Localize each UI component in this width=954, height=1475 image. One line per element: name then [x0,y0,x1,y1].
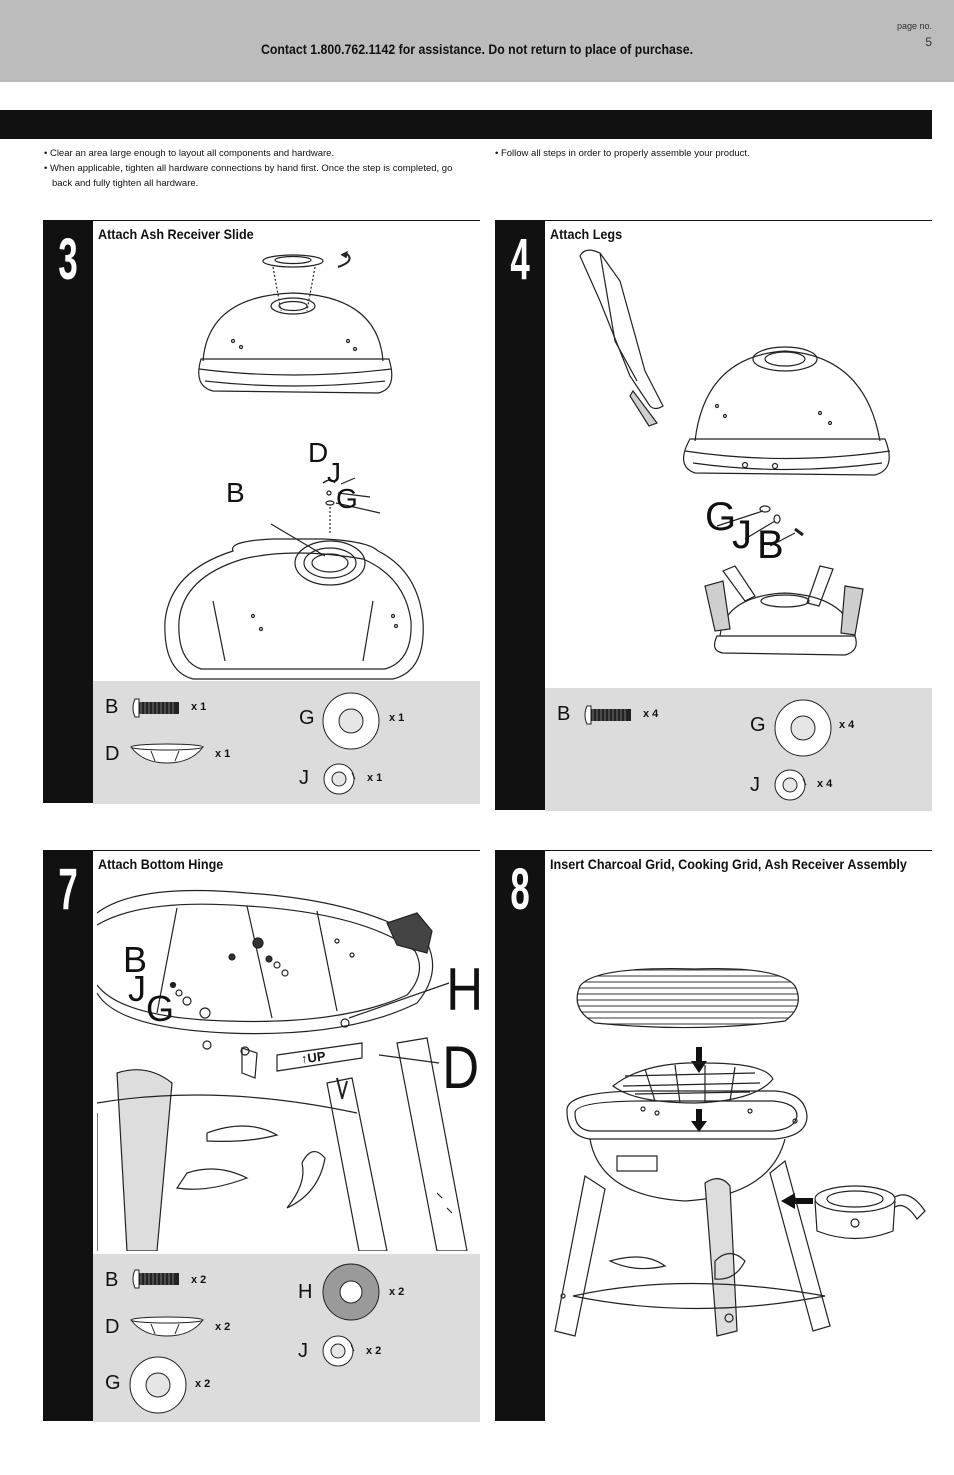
page-number: 5 [925,35,932,49]
step-3-illustration [164,250,424,680]
lock-washer-icon [323,763,356,795]
part-label-h: H [446,956,484,1023]
page-number-label: page no. [896,21,932,31]
hardware-qty-g: x 4 [839,719,855,731]
step-4-illustration [579,249,891,656]
hardware-letter-j: J [750,774,760,796]
spacer-washer-icon [322,1263,380,1321]
hardware-letter-d: D [105,1316,120,1338]
hardware-letter-d: D [105,743,120,765]
step-7-panel: 7 Attach Bottom Hinge B J G H D ↑UP [43,850,484,1422]
step-number-column: 8 [495,851,545,1421]
step-7-illustration [97,889,468,1251]
step-number: 4 [510,227,530,292]
part-label-d: D [442,1034,480,1101]
step-number-column: 3 [43,221,93,803]
hardware-qty-j: x 1 [367,772,383,784]
part-label-b: B [757,523,784,567]
hardware-letter-h: H [298,1281,313,1303]
step-number: 7 [58,857,78,922]
flat-washer-icon [322,692,380,750]
flat-washer-icon [129,1356,187,1414]
hardware-panel: B x 1 D x 1 G x 1 J x 1 [93,681,480,804]
hardware-panel: B x 2 D x 2 G x 2 H x 2 J [93,1254,480,1422]
step-4-panel: 4 Attach Legs G J B B [495,220,932,811]
step-number: 8 [510,857,530,922]
bolt-icon [132,1269,179,1289]
hardware-qty-j: x 2 [366,1345,382,1357]
part-label-d: D [308,437,329,468]
hardware-letter-b: B [557,703,571,725]
contact-assistance-text: Contact 1.800.762.1142 for assistance. D… [260,41,694,57]
part-label-j: J [128,968,146,1009]
part-label-j: J [327,457,341,488]
hardware-qty-j: x 4 [817,778,833,790]
lock-nut-icon [129,743,205,764]
step-title: Attach Ash Receiver Slide [98,226,254,242]
header-bar: Contact 1.800.762.1142 for assistance. D… [0,0,954,82]
hardware-qty-b: x 1 [191,701,207,713]
section-divider-bar [0,110,932,139]
bolt-icon [132,698,179,718]
hardware-letter-g: G [299,707,315,729]
step-8-panel: 8 Insert Charcoal Grid, Cooking Grid, As… [495,850,932,1421]
step-number: 3 [58,227,78,292]
step-8-illustration [554,968,926,1337]
hardware-qty-h: x 2 [389,1286,405,1298]
hardware-letter-b: B [105,1269,119,1291]
hardware-qty-g: x 2 [195,1378,211,1390]
step-title: Attach Legs [550,226,623,242]
note-item: • Clear an area large enough to layout a… [44,148,335,159]
hardware-letter-b: B [105,696,119,718]
part-label-j: J [732,513,752,557]
assembly-notes-left: • Clear an area large enough to layout a… [44,146,474,191]
step-number-column: 4 [495,221,545,810]
hardware-letter-g: G [105,1372,121,1394]
part-label-g: G [705,495,737,539]
note-item: • Follow all steps in order to properly … [495,148,750,159]
note-item: • When applicable, tighten all hardware … [44,163,453,189]
step-title: Insert Charcoal Grid, Cooking Grid, Ash … [550,856,907,872]
hardware-qty-g: x 1 [389,712,405,724]
step-number-column: 7 [43,851,93,1421]
flat-washer-icon [774,699,832,757]
hardware-qty-d: x 2 [215,1321,231,1333]
hardware-qty-b: x 2 [191,1274,207,1286]
hardware-letter-j: J [299,767,309,789]
assembly-notes-right: • Follow all steps in order to properly … [495,146,925,161]
hardware-qty-d: x 1 [215,748,231,760]
hardware-letter-j: J [298,1340,308,1362]
bolt-icon [584,705,631,725]
hardware-qty-b: x 4 [643,708,659,720]
lock-nut-icon [129,1316,205,1337]
part-label-g: G [336,483,358,514]
hardware-letter-g: G [750,714,766,736]
part-label-b: B [123,939,148,980]
part-label-b: B [226,477,245,508]
step-title: Attach Bottom Hinge [98,856,224,872]
lock-washer-icon [774,769,807,801]
hardware-panel: B x 4 G x 4 J x 4 [545,688,932,811]
part-label-g: G [146,988,175,1029]
lock-washer-icon [322,1335,355,1367]
step-3-panel: 3 Attach Ash Receiver Slide [43,220,480,804]
